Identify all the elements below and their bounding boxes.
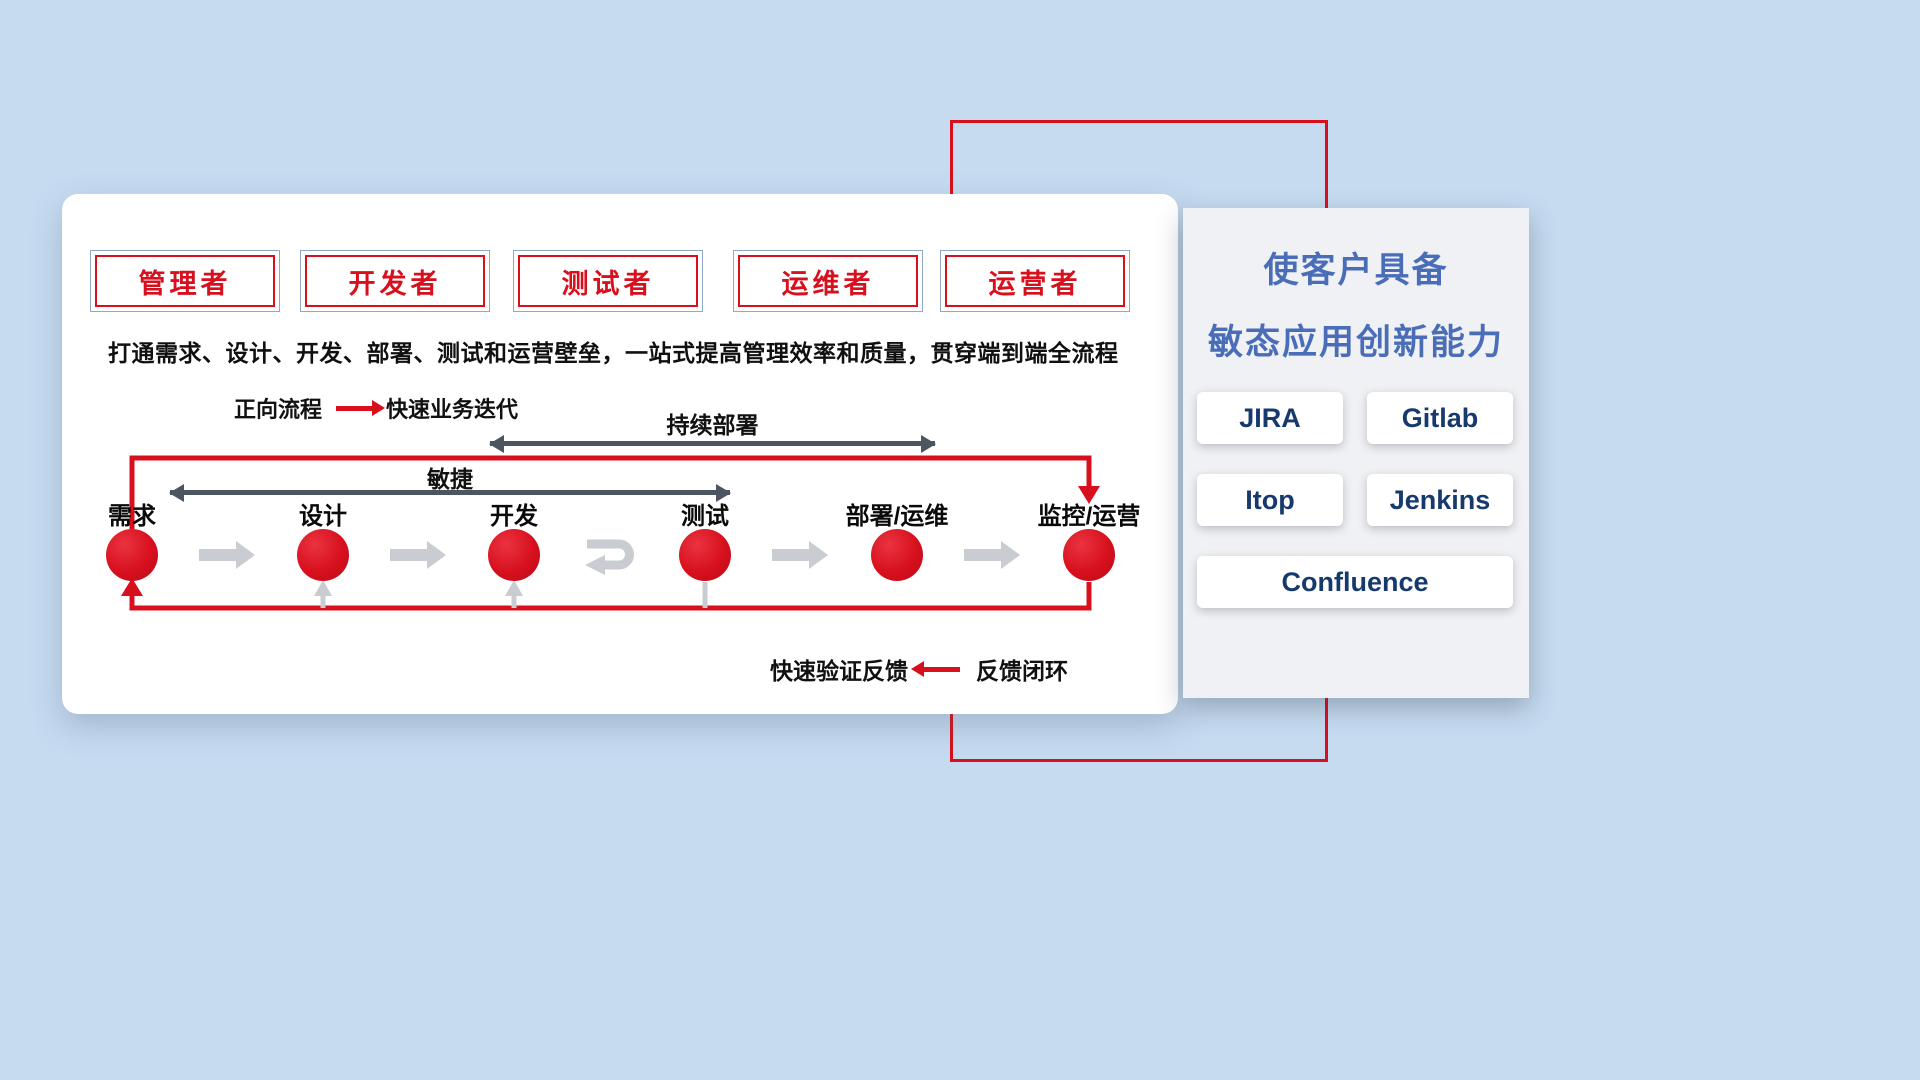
forward-loop-arrowhead-icon [1078, 486, 1100, 504]
feedback-loop-path [129, 582, 1092, 611]
flow-loops-svg [121, 455, 1100, 611]
forward-loop-path [129, 455, 1092, 529]
continuous-deployment-arrow-icon [490, 441, 935, 446]
tool-chip-jira: JIRA [1197, 392, 1343, 444]
continuous-deployment-label: 持续部署 [666, 412, 759, 438]
node-label-develop: 开发 [490, 503, 538, 530]
node-circle-test [679, 529, 731, 581]
node-circle-deploy-ops [871, 529, 923, 581]
role-label: 运维者 [738, 255, 918, 307]
forward-flow-label: 正向流程 [234, 397, 323, 422]
node-label-monitor-oper: 监控/运营 [1037, 503, 1141, 530]
feedback-desc: 快速验证反馈 [770, 658, 908, 684]
role-box-developer: 开发者 [300, 250, 490, 312]
flow-arrow-icon [199, 549, 237, 561]
tool-chip-gitlab: Gitlab [1367, 392, 1513, 444]
legend-forward: 正向流程 快速业务迭代 [234, 392, 518, 424]
role-box-operator: 运营者 [940, 250, 1130, 312]
node-label-deploy-ops: 部署/运维 [845, 503, 949, 530]
node-label-demand: 需求 [108, 503, 156, 530]
node-label-design: 设计 [299, 503, 347, 530]
panel-title-line2: 敏态应用创新能力 [1207, 323, 1504, 362]
role-label: 管理者 [95, 255, 275, 307]
tool-chip-jenkins: Jenkins [1367, 474, 1513, 526]
feedback-label: 反馈闭环 [976, 658, 1068, 684]
role-label: 运营者 [945, 255, 1125, 307]
forward-arrow-icon [336, 405, 373, 411]
forward-flow-desc: 快速业务迭代 [386, 397, 519, 422]
role-label: 开发者 [305, 255, 485, 307]
node-circle-monitor-oper [1063, 529, 1115, 581]
role-box-ops: 运维者 [733, 250, 923, 312]
feedback-arrow-icon [924, 666, 960, 672]
iteration-arrow-icon [585, 539, 634, 575]
tool-chip-confluence: Confluence [1197, 556, 1513, 608]
role-label: 测试者 [518, 255, 698, 307]
role-box-manager: 管理者 [90, 250, 280, 312]
agile-label: 敏捷 [427, 466, 473, 492]
benefit-panel: 使客户具备 敏态应用创新能力 JIRA Gitlab Itop Jenkins … [1183, 208, 1529, 698]
workflow-card: 管理者 开发者 测试者 运维者 运营者 打通需求、设计、开发、部署、测试和运营壁… [62, 194, 1178, 714]
role-box-tester: 测试者 [513, 250, 703, 312]
panel-title-line1: 使客户具备 [1263, 251, 1449, 290]
flow-arrow-icon [772, 549, 810, 561]
flow-arrow-icon [964, 549, 1002, 561]
workflow-subtitle: 打通需求、设计、开发、部署、测试和运营壁垒，一站式提高管理效率和质量，贯穿端到端… [108, 340, 1119, 366]
legend-feedback: 快速验证反馈 反馈闭环 [770, 652, 1068, 686]
flow-arrow-icon [390, 549, 428, 561]
feeder-arrowhead-develop-icon [505, 580, 523, 596]
tool-chip-itop: Itop [1197, 474, 1343, 526]
node-circle-develop [488, 529, 540, 581]
node-label-test: 测试 [681, 503, 729, 530]
agile-arrow-icon [170, 490, 730, 495]
feedback-loop-arrowhead-icon [121, 578, 143, 596]
node-circle-demand [106, 529, 158, 581]
node-circle-design [297, 529, 349, 581]
feeder-arrowhead-design-icon [314, 580, 332, 596]
